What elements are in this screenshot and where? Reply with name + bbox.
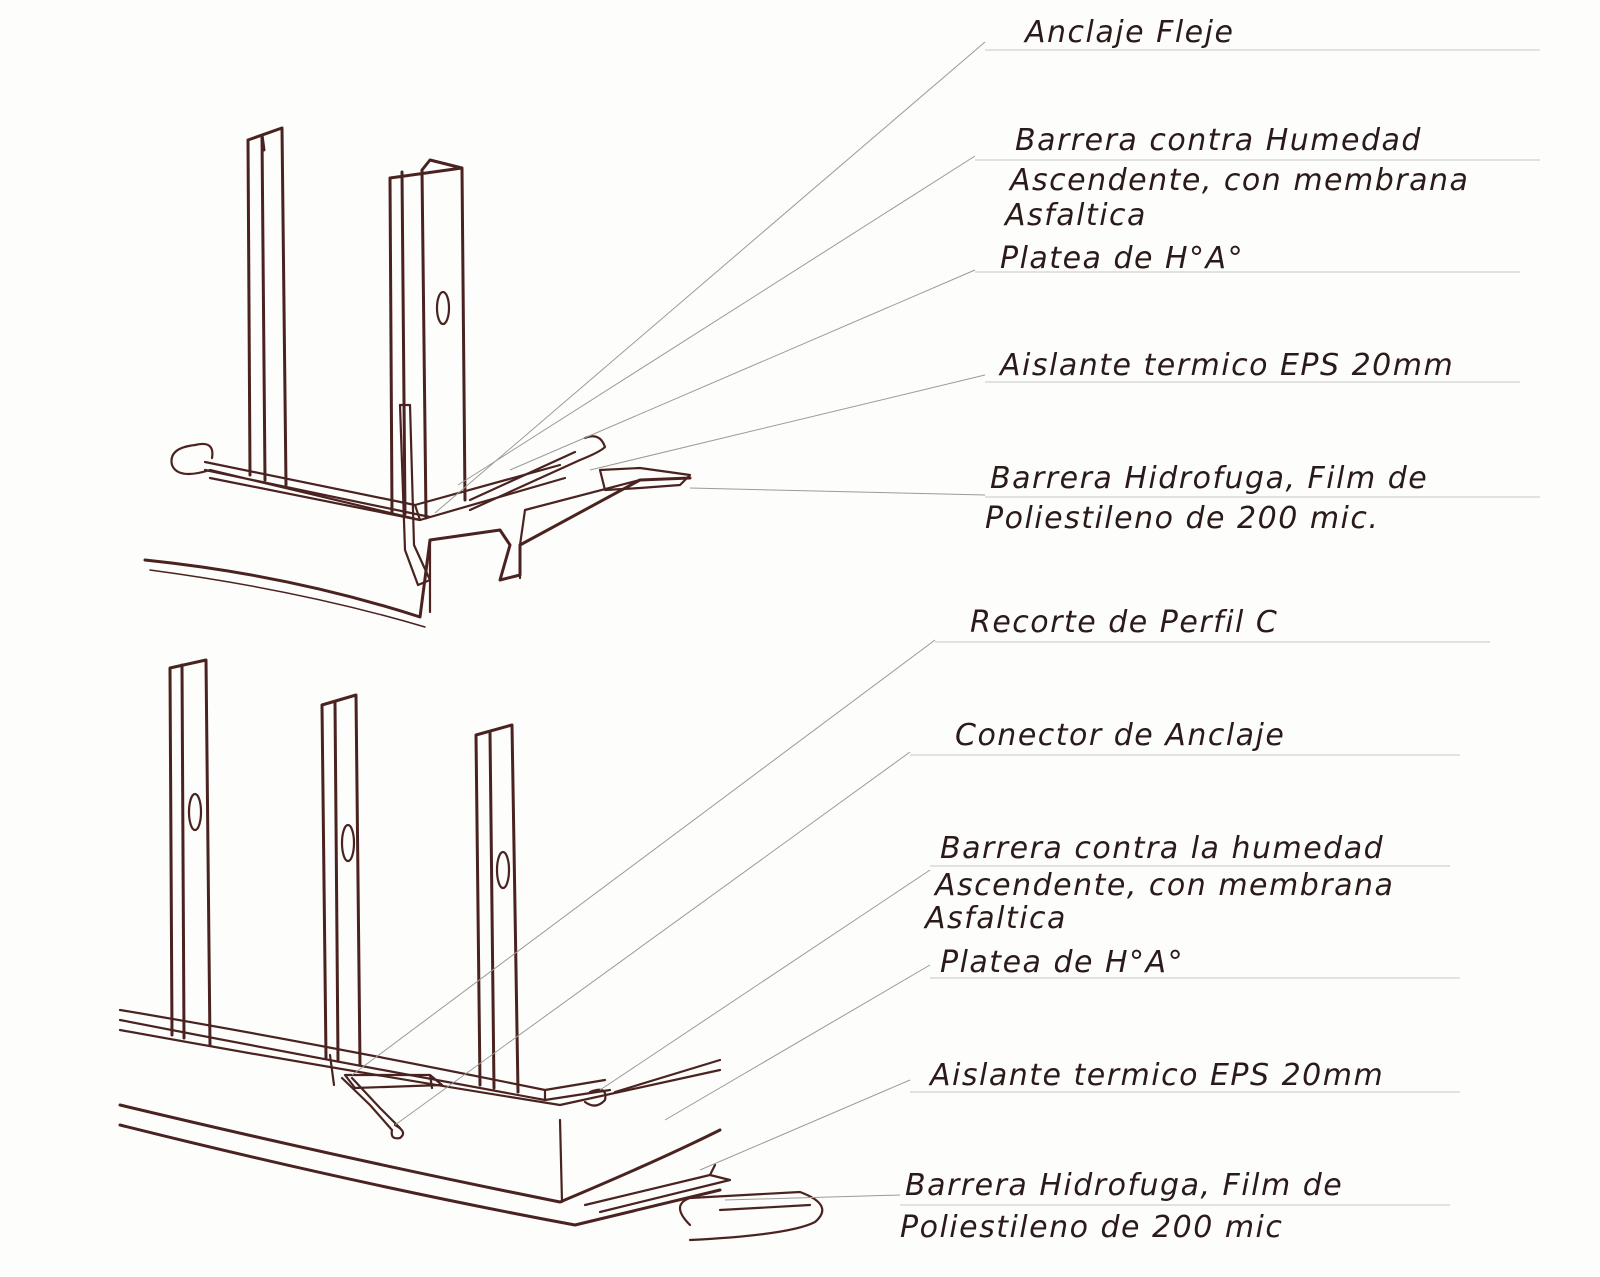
label-aislante-b: Aislante termico EPS 20mm bbox=[928, 1058, 1384, 1093]
bottom-slab-front-face bbox=[118, 1028, 722, 1204]
label-hidrofuga-b-line2: Poliestileno de 200 mic bbox=[900, 1210, 1283, 1245]
bottom-track bbox=[118, 1008, 612, 1102]
leader-hidrofuga-top bbox=[689, 487, 986, 496]
leader-anclaje-fleje bbox=[434, 41, 986, 514]
bottom-anchor-connector bbox=[328, 1053, 405, 1140]
label-barrera-humedad-b-line3: Asfaltica bbox=[923, 901, 1067, 936]
top-slab-outline bbox=[143, 476, 692, 619]
bottom-wall-detail bbox=[118, 658, 824, 1242]
bottom-barrier-roll bbox=[678, 1190, 824, 1242]
leader-platea-top bbox=[509, 269, 976, 471]
bottom-stud-3 bbox=[474, 723, 520, 1094]
label-hidrofuga-b-line1: Barrera Hidrofuga, Film de bbox=[905, 1168, 1343, 1203]
label-barrera-humedad-line2: Ascendente, con membrana bbox=[1008, 163, 1469, 198]
leader-aislante-top bbox=[589, 374, 986, 471]
bottom-insulation-front bbox=[583, 1163, 732, 1214]
bottom-labels: Recorte de Perfil C Conector de Anclaje … bbox=[900, 605, 1394, 1245]
label-barrera-humedad-b-line2: Ascendente, con membrana bbox=[933, 868, 1394, 903]
top-slab-bottom-edge bbox=[149, 569, 426, 628]
top-left-stud bbox=[246, 126, 288, 487]
label-rules bbox=[900, 49, 1540, 1206]
label-conector-anclaje: Conector de Anclaje bbox=[955, 718, 1285, 753]
label-hidrofuga-line2: Poliestileno de 200 mic. bbox=[985, 501, 1379, 536]
bottom-c-profile-cut bbox=[343, 1073, 444, 1090]
bottom-stud-1 bbox=[168, 658, 212, 1047]
leader-recorte-perfil bbox=[351, 639, 936, 1076]
leader-lines bbox=[351, 41, 986, 1201]
top-strap-anchor bbox=[398, 403, 432, 587]
leader-hidrofuga-bottom bbox=[724, 1194, 901, 1201]
bottom-stud-2-hole bbox=[340, 823, 356, 863]
top-insulation-right bbox=[468, 435, 692, 512]
leader-barrera-humedad-top bbox=[457, 155, 976, 486]
leader-conector-anclaje bbox=[394, 751, 911, 1126]
label-hidrofuga-line1: Barrera Hidrofuga, Film de bbox=[990, 461, 1428, 496]
label-aislante: Aislante termico EPS 20mm bbox=[998, 348, 1454, 383]
leader-barrera-humedad-bottom bbox=[599, 869, 931, 1091]
leader-platea-bottom bbox=[664, 964, 931, 1121]
top-corner-detail bbox=[143, 126, 692, 628]
label-barrera-humedad-line3: Asfaltica bbox=[1003, 198, 1147, 233]
label-anclaje-fleje: Anclaje Fleje bbox=[1023, 15, 1234, 50]
top-slab-front-face bbox=[428, 538, 522, 614]
top-stud-web-hole bbox=[435, 290, 451, 326]
bottom-stud-1-hole bbox=[187, 792, 203, 832]
bottom-slab-outline bbox=[118, 1103, 722, 1227]
label-platea-b: Platea de H°A° bbox=[940, 945, 1184, 980]
top-labels: Anclaje Fleje Barrera contra Humedad Asc… bbox=[985, 15, 1469, 536]
bottom-stud-2 bbox=[320, 693, 362, 1067]
bottom-barrier-end bbox=[583, 1058, 722, 1107]
top-slab-right-step bbox=[518, 478, 642, 547]
label-platea: Platea de H°A° bbox=[1000, 241, 1244, 276]
bottom-stud-3-hole bbox=[495, 850, 511, 890]
leader-aislante-bottom bbox=[699, 1079, 911, 1171]
label-recorte-perfil: Recorte de Perfil C bbox=[970, 605, 1278, 640]
top-bottom-track bbox=[203, 460, 567, 522]
label-barrera-humedad-line1: Barrera contra Humedad bbox=[1015, 123, 1422, 158]
label-barrera-humedad-b-line1: Barrera contra la humedad bbox=[940, 831, 1384, 866]
top-corner-stud bbox=[388, 158, 467, 520]
